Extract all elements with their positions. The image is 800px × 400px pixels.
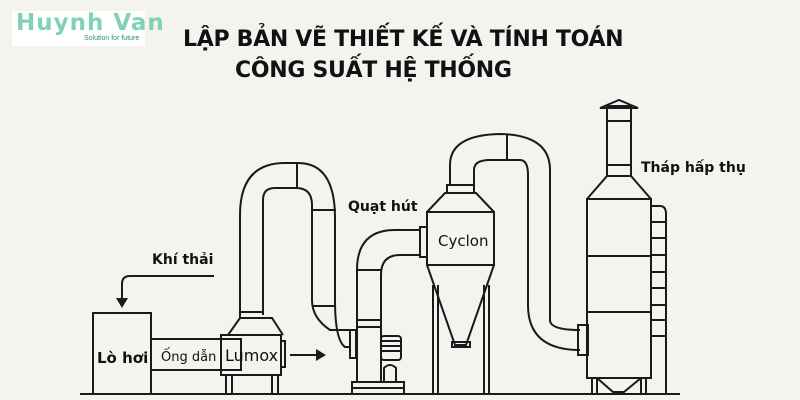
label-lumox: Lumox (225, 346, 278, 365)
arrow-down-icon (116, 298, 128, 308)
fan-body (356, 319, 382, 383)
logo-tagline: Solution for future (84, 35, 140, 42)
label-cyclone: Cyclon (438, 232, 488, 250)
tower-stack (606, 105, 632, 177)
page-title-line2: CÔNG SUẤT HỆ THỐNG (235, 58, 512, 83)
label-boiler: Lò hơi (97, 349, 148, 367)
arrow-right-icon (316, 349, 326, 361)
page-title-line1: LẬP BẢN VẼ THIẾT KẾ VÀ TÍNH TOÁN (183, 27, 624, 52)
fan-motor (380, 335, 402, 361)
duct-box (150, 338, 242, 371)
exhaust-arrow (121, 275, 214, 300)
label-fan: Quạt hút (348, 199, 418, 215)
label-absorption-tower: Tháp hấp thụ (641, 159, 746, 176)
label-exhaust-gas: Khí thải (152, 252, 213, 268)
tower-body (586, 198, 652, 379)
logo-name: Huynh Van (16, 10, 165, 36)
label-duct: Ống dẫn (161, 348, 216, 365)
logo: Huynh Van Solution for future (12, 10, 164, 46)
cyclone-body (426, 211, 495, 266)
